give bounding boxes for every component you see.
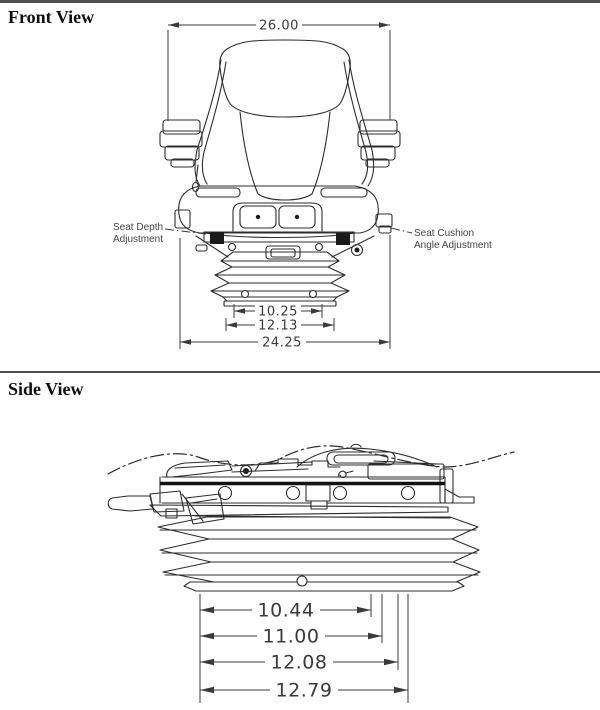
left-armrest <box>159 119 203 193</box>
side-view-drawing: 10.44 11.00 12.08 12.79 <box>107 443 515 703</box>
section-divider-rule <box>0 371 600 373</box>
right-knob <box>336 233 350 245</box>
base-center-bolt <box>296 575 308 587</box>
backrest-center-panel <box>239 111 331 201</box>
front-view-title: Front View <box>8 7 95 27</box>
bellows-front <box>210 251 350 307</box>
dimension-d2: 11.00 <box>200 626 382 648</box>
front-view-drawing: Seat Depth Adjustment Seat Cushion Angle… <box>113 17 492 351</box>
right-armrest <box>357 119 401 168</box>
headrest-outline <box>219 39 351 118</box>
dim-overall-width-value: 26.00 <box>259 19 299 34</box>
dimension-bellows-inner: 10.25 <box>233 303 323 320</box>
left-knob <box>210 232 224 244</box>
control-console <box>232 202 323 232</box>
seat-depth-label-line2: Adjustment <box>113 234 163 245</box>
cushion-mount-side <box>296 443 438 468</box>
bellows-side <box>157 516 481 592</box>
hidden-seat-outline <box>107 445 515 475</box>
dim-d2-value: 11.00 <box>263 626 320 648</box>
dimension-d3: 12.08 <box>200 652 398 674</box>
cushion-angle-label-line1: Seat Cushion <box>414 228 474 239</box>
seat-depth-label-line1: Seat Depth <box>113 222 163 233</box>
backrest-left-contour <box>194 59 227 187</box>
base-bolt-right <box>308 289 318 299</box>
switch-dot-left <box>255 214 261 220</box>
cushion-angle-leader-line <box>390 227 413 234</box>
dim-bellows-outer-value: 12.13 <box>258 319 298 334</box>
seat-depth-leader-line <box>164 228 207 235</box>
dim-d3-value: 12.08 <box>271 652 328 674</box>
frame-clip <box>305 484 331 502</box>
dimension-extension-lines-side <box>199 594 409 703</box>
switch-dot-right <box>294 214 300 220</box>
dimension-d1: 10.44 <box>200 600 371 622</box>
dim-d4-value: 12.79 <box>276 680 333 702</box>
dim-base-width-value: 24.25 <box>262 336 302 351</box>
dimension-base-width: 24.25 <box>179 235 391 351</box>
dimension-bellows-outer: 12.13 <box>225 317 335 334</box>
dimension-d4: 12.79 <box>200 680 408 702</box>
dimension-overall-width: 26.00 <box>167 17 391 121</box>
top-rule <box>0 0 600 3</box>
base-plate-side <box>183 581 465 592</box>
seat-cushion-front <box>174 185 393 239</box>
base-bolt-left <box>240 289 250 299</box>
backrest-right-contour <box>343 59 375 187</box>
dim-bellows-inner-value: 10.25 <box>258 305 298 320</box>
dim-d1-value: 10.44 <box>258 600 315 622</box>
frame-rail-side <box>159 476 446 510</box>
cushion-angle-label-line2: Angle Adjustment <box>414 240 492 251</box>
side-view-title: Side View <box>8 379 84 399</box>
adjustment-lever <box>107 490 225 525</box>
right-mount-foot <box>444 488 475 504</box>
suspension-frame-front <box>195 231 375 260</box>
